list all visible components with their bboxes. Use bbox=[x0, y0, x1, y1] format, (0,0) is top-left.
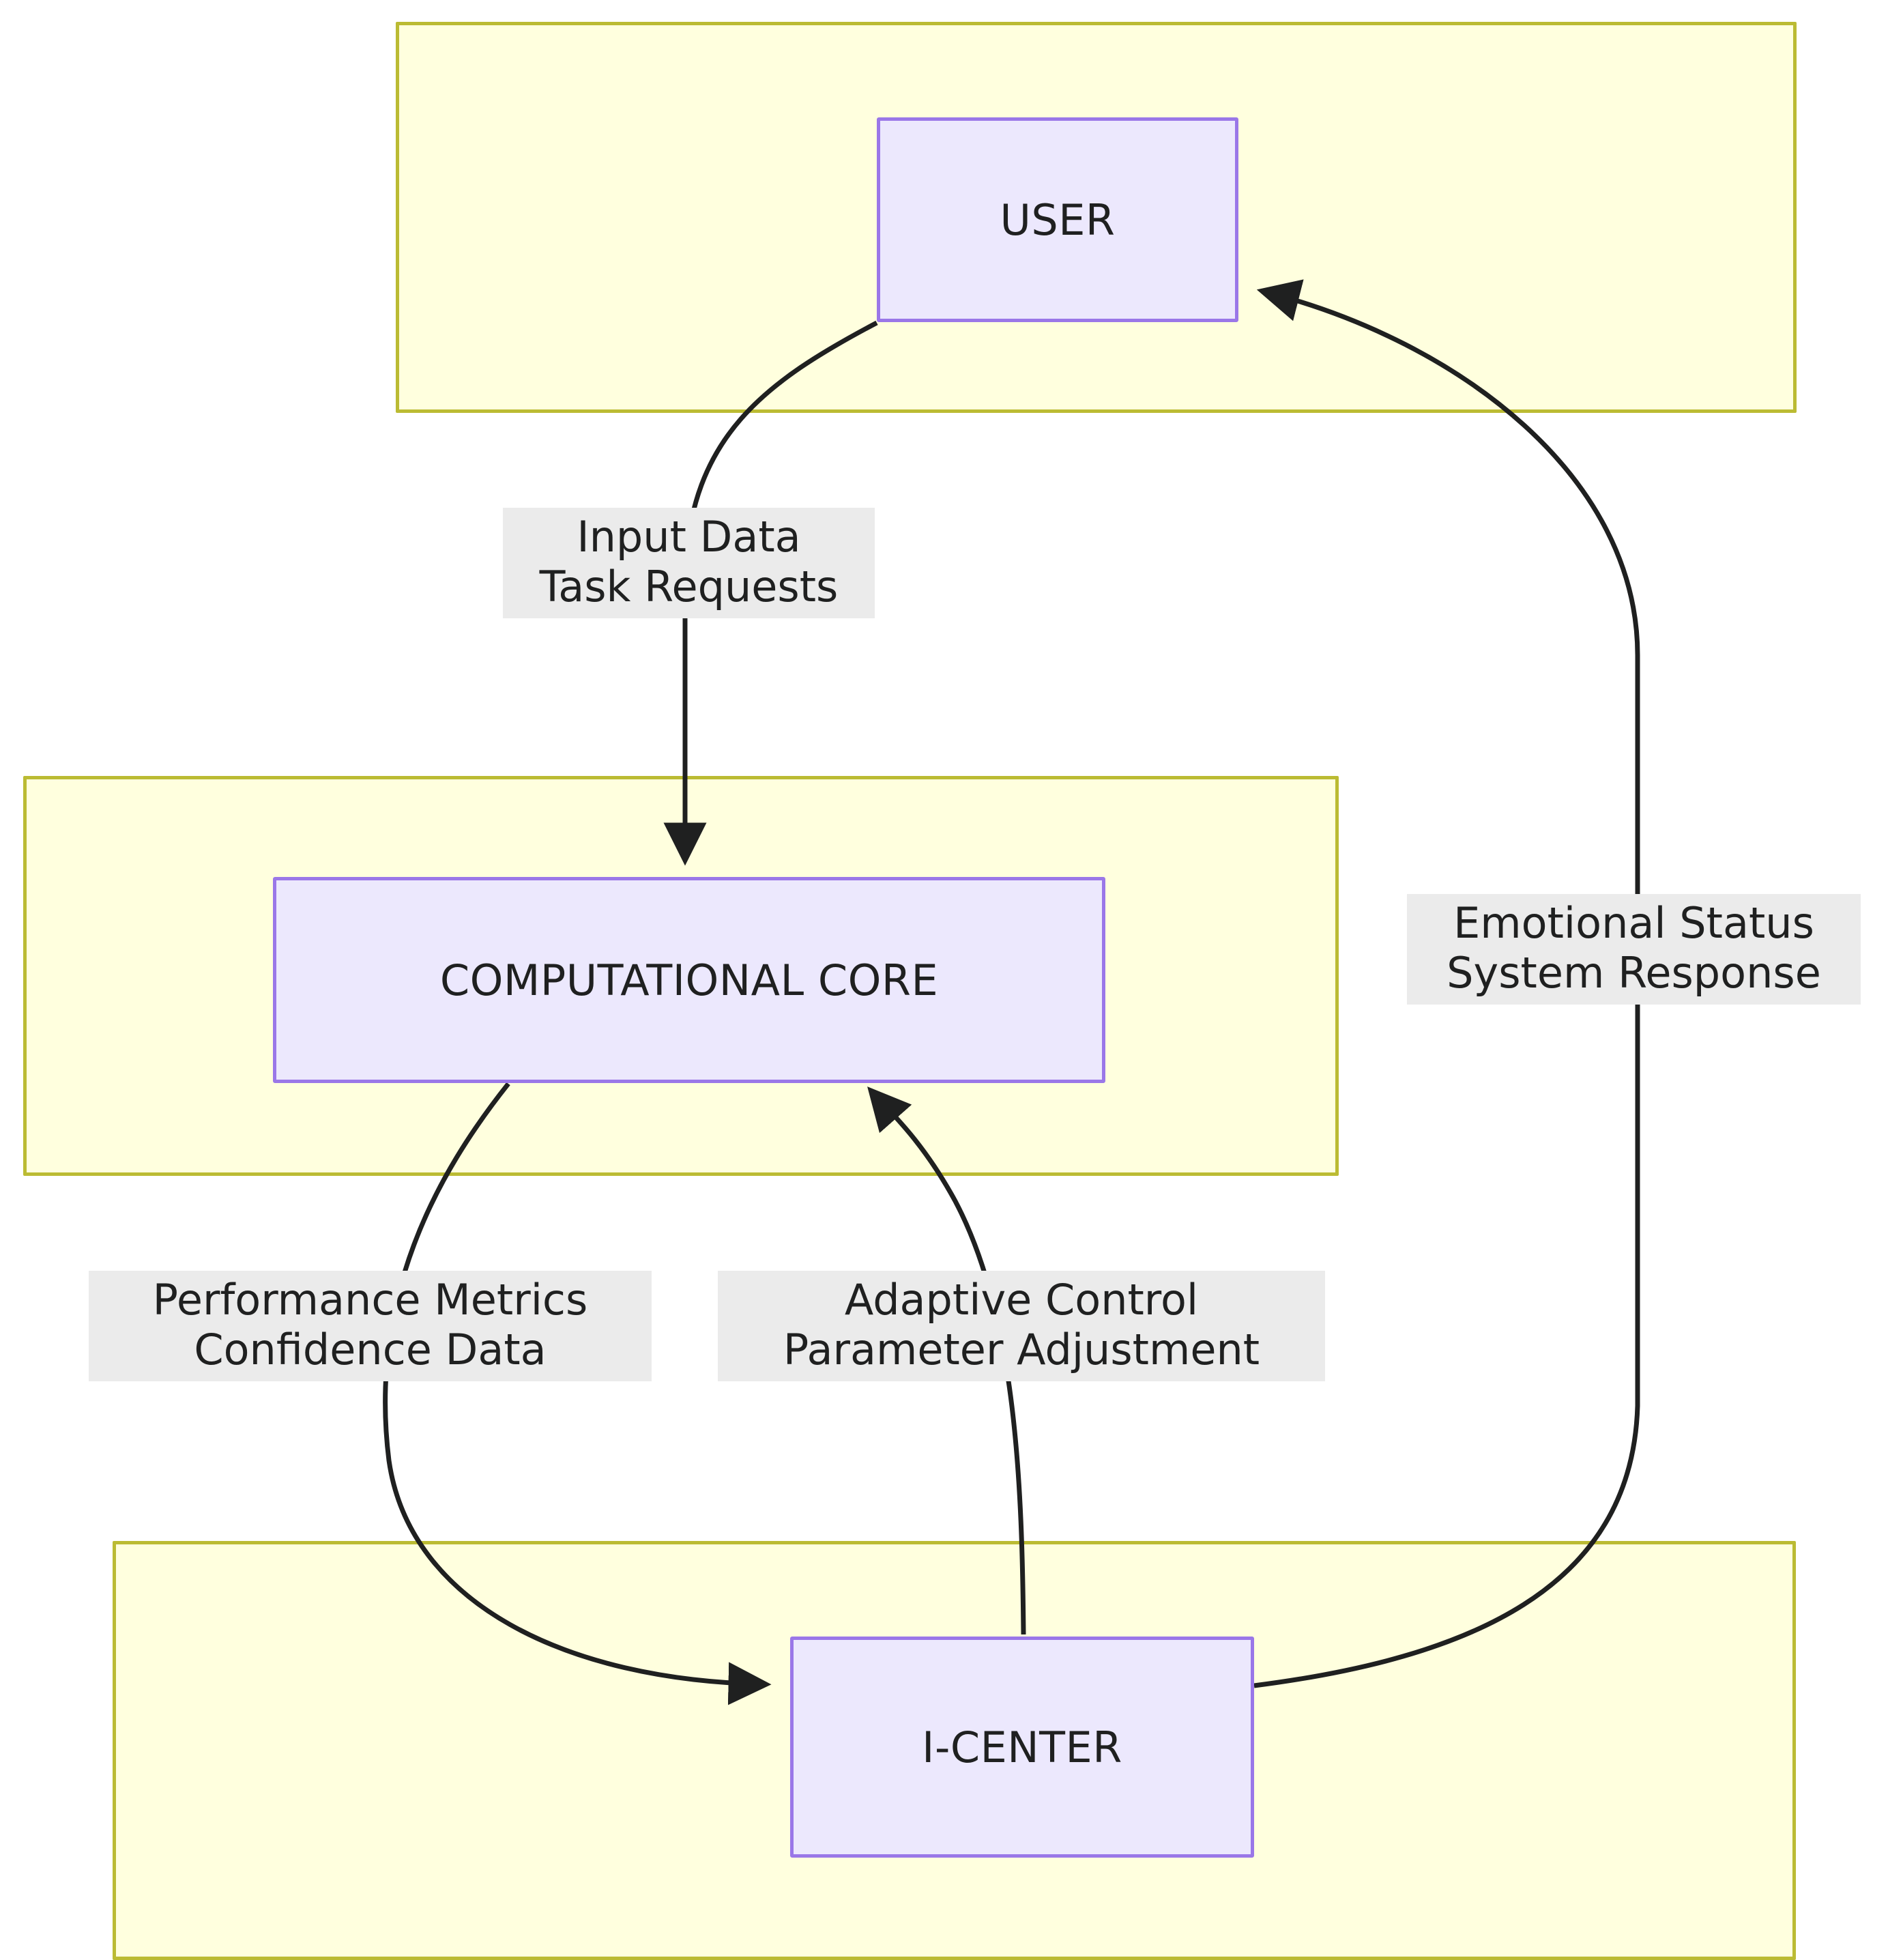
edge-label-user-to-core-line2: Task Requests bbox=[539, 562, 839, 612]
edge-label-user-to-core: Input Data Task Requests bbox=[503, 508, 875, 619]
edge-label-icenter-to-core-line1: Adaptive Control bbox=[844, 1275, 1199, 1325]
edge-label-core-to-icenter-line2: Confidence Data bbox=[194, 1325, 547, 1375]
node-i-center-label: I-CENTER bbox=[922, 1722, 1122, 1772]
node-computational-core[interactable]: COMPUTATIONAL CORE bbox=[273, 877, 1105, 1083]
node-computational-core-label: COMPUTATIONAL CORE bbox=[439, 955, 939, 1005]
edge-label-icenter-to-core: Adaptive Control Parameter Adjustment bbox=[718, 1271, 1325, 1382]
edge-label-core-to-icenter-line1: Performance Metrics bbox=[152, 1275, 588, 1325]
edge-label-icenter-to-user-line2: System Response bbox=[1447, 948, 1821, 998]
edge-label-core-to-icenter: Performance Metrics Confidence Data bbox=[89, 1271, 652, 1382]
edge-label-user-to-core-line1: Input Data bbox=[577, 512, 801, 562]
node-user[interactable]: USER bbox=[877, 117, 1238, 322]
edge-label-icenter-to-core-line2: Parameter Adjustment bbox=[783, 1325, 1260, 1375]
node-user-label: USER bbox=[1000, 194, 1116, 245]
edge-label-icenter-to-user: Emotional Status System Response bbox=[1407, 894, 1861, 1005]
node-i-center[interactable]: I-CENTER bbox=[790, 1637, 1254, 1858]
edge-label-icenter-to-user-line1: Emotional Status bbox=[1453, 898, 1814, 948]
